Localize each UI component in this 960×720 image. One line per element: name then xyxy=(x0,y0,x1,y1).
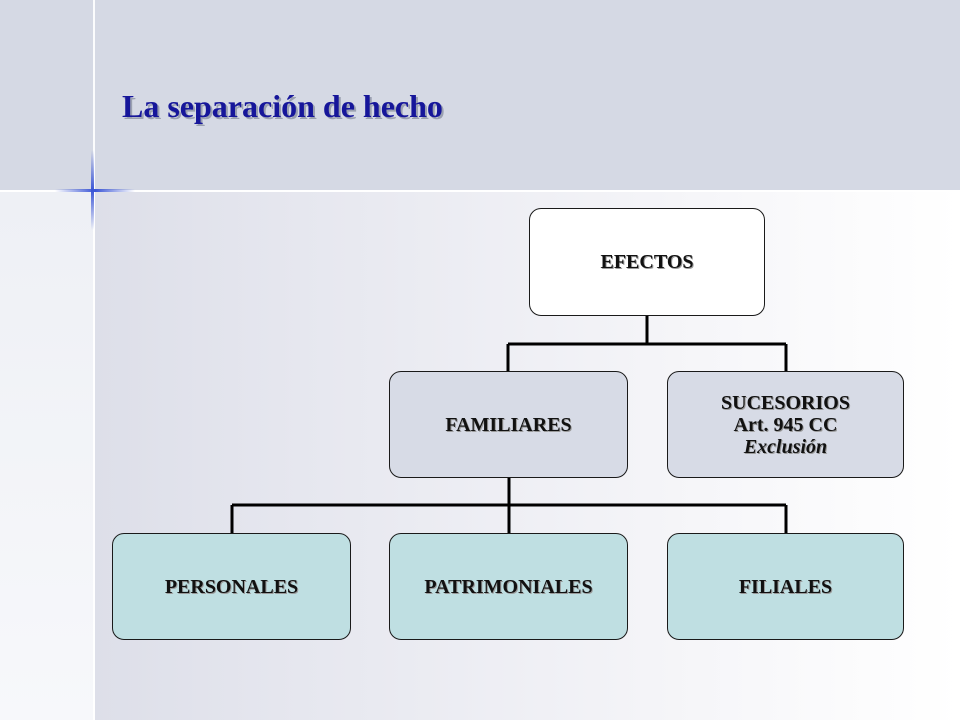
connector-root-to-level1 xyxy=(506,316,788,371)
node-efectos: EFECTOS xyxy=(529,208,765,316)
decorative-vertical-line xyxy=(93,0,95,720)
node-patrimoniales-label: PATRIMONIALES xyxy=(424,575,593,598)
node-filiales: FILIALES xyxy=(667,533,904,640)
header-band xyxy=(0,0,960,192)
decorative-horizontal-line xyxy=(0,190,960,192)
slide-title: La separación de hecho xyxy=(122,88,443,124)
node-sucesorios: SUCESORIOS Art. 945 CC Exclusión xyxy=(667,371,904,478)
node-sucesorios-line1: SUCESORIOS xyxy=(721,391,850,414)
node-personales-label: PERSONALES xyxy=(164,575,299,598)
left-strip xyxy=(0,192,95,720)
node-sucesorios-line3: Exclusión xyxy=(743,435,828,458)
node-sucesorios-line2: Art. 945 CC xyxy=(733,413,838,436)
node-efectos-label: EFECTOS xyxy=(600,251,694,273)
connector-familiares-to-level2 xyxy=(230,478,788,533)
node-filiales-label: FILIALES xyxy=(738,575,833,598)
node-familiares: FAMILIARES xyxy=(389,371,628,478)
node-personales: PERSONALES xyxy=(112,533,351,640)
node-patrimoniales: PATRIMONIALES xyxy=(389,533,628,640)
node-familiares-label: FAMILIARES xyxy=(445,413,572,436)
accent-cross-horizontal xyxy=(55,189,135,192)
